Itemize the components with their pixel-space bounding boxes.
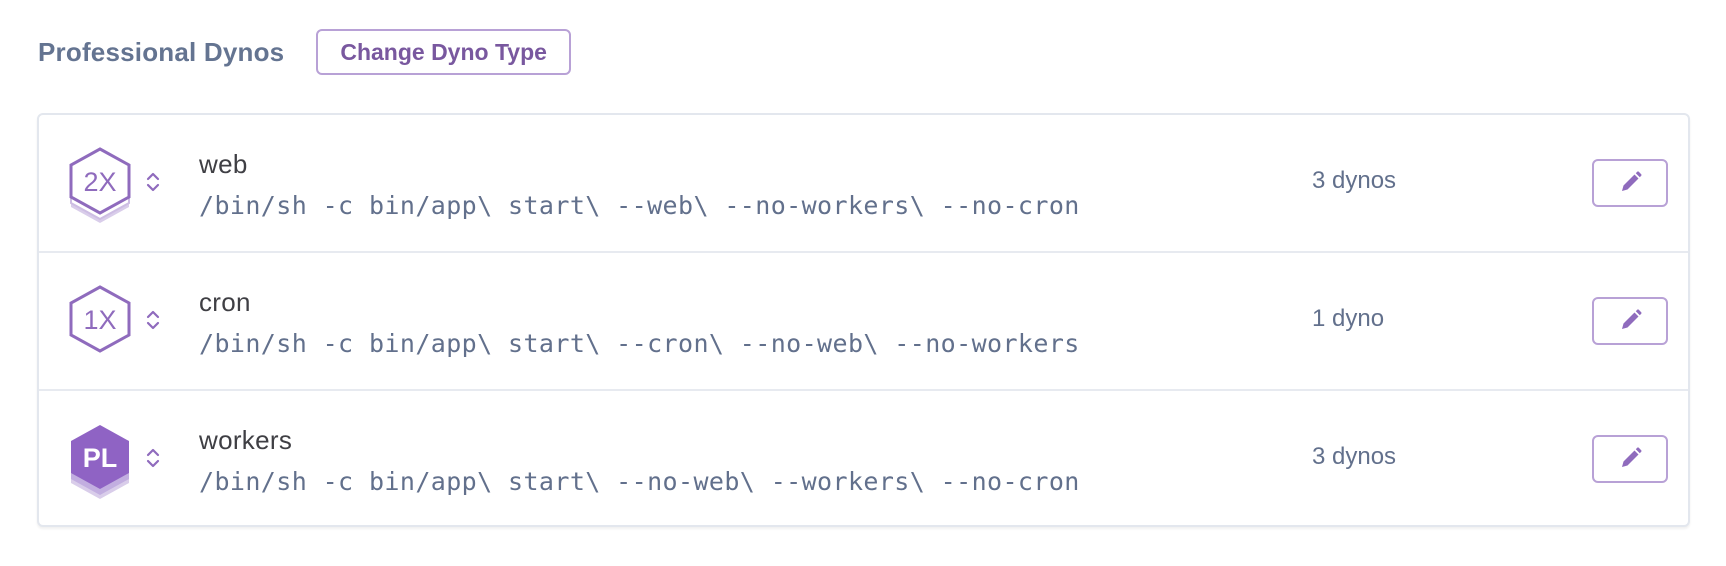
svg-text:2X: 2X [83,167,116,197]
dyno-count: 3 dynos [1312,443,1397,470]
section-title: Professional Dynos [38,36,285,67]
process-name: workers [199,425,293,455]
edit-process-button[interactable] [1592,297,1668,345]
dyno-section-header: Professional Dynos Change Dyno Type [38,27,571,77]
edit-process-button[interactable] [1592,435,1668,483]
pencil-icon [1622,171,1642,191]
process-row-cron: 1X cron /bin/sh -c bin/app\ start\ --cro… [39,253,1688,391]
process-name: web [199,149,248,179]
pencil-icon [1622,447,1642,467]
chevron-up-down-icon[interactable] [144,444,162,472]
process-command: /bin/sh -c bin/app\ start\ --no-web\ --w… [199,467,1080,496]
process-command: /bin/sh -c bin/app\ start\ --cron\ --no-… [199,329,1080,358]
dyno-count: 1 dyno [1312,305,1385,332]
chevron-up-down-icon[interactable] [144,168,162,196]
process-name: cron [199,287,251,317]
chevron-up-down-icon[interactable] [144,306,162,334]
process-list: 2X web /bin/sh -c bin/app\ start\ --web\… [37,113,1690,527]
process-row-workers: PL workers /bin/sh -c bin/app\ start\ --… [39,391,1688,529]
process-command: /bin/sh -c bin/app\ start\ --web\ --no-w… [199,191,1080,220]
process-row-web: 2X web /bin/sh -c bin/app\ start\ --web\… [39,115,1688,253]
dyno-1x-icon: 1X [65,283,135,365]
dyno-count: 3 dynos [1312,167,1397,194]
pencil-icon [1622,309,1642,329]
svg-text:PL: PL [83,443,118,473]
change-dyno-type-button[interactable]: Change Dyno Type [316,29,571,75]
edit-process-button[interactable] [1592,159,1668,207]
svg-text:1X: 1X [83,305,116,335]
dyno-2x-icon: 2X [65,145,135,227]
dyno-performance-l-icon: PL [65,421,135,503]
